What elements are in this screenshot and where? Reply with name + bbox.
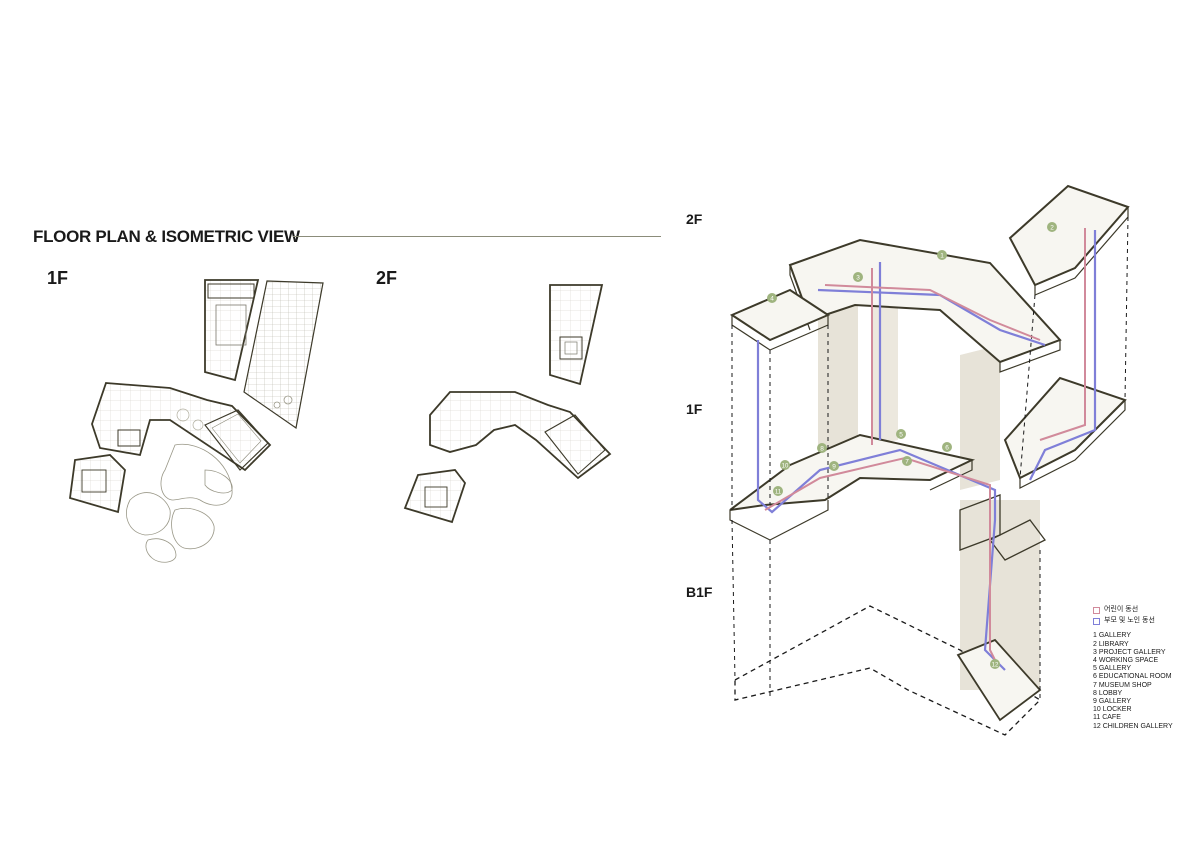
marker-6: 6 [942, 442, 952, 452]
iso-level-label-b1f: B1F [686, 584, 713, 600]
room-item: 4 WORKING SPACE [1093, 657, 1159, 665]
marker-2: 2 [1047, 222, 1057, 232]
child-route-swatch [1093, 606, 1100, 614]
svg-text:1: 1 [940, 253, 944, 260]
marker-1: 1 [937, 250, 947, 260]
title-rule [293, 236, 661, 237]
room-item: 3 PROJECT GALLERY [1093, 648, 1166, 656]
room-list: 1 GALLERY 2 LIBRARY 3 PROJECT GALLERY 4 … [1093, 632, 1173, 730]
svg-text:5: 5 [899, 432, 903, 439]
legend-route-adults: 부모 및 노인 동선 [1093, 617, 1173, 625]
svg-text:6: 6 [945, 445, 949, 452]
room-item: 7 MUSEUM SHOP [1093, 681, 1152, 689]
svg-text:11: 11 [775, 490, 782, 496]
svg-text:12: 12 [992, 663, 999, 669]
marker-9: 9 [829, 461, 839, 471]
room-markers: 1 2 3 4 5 6 7 8 9 10 11 12 [767, 222, 1057, 669]
svg-text:8: 8 [820, 446, 824, 453]
room-item: 12 CHILDREN GALLERY [1093, 722, 1173, 730]
svg-text:10: 10 [782, 464, 789, 470]
legend-route-adults-label: 부모 및 노인 동선 [1104, 617, 1155, 625]
room-item: 10 LOCKER [1093, 706, 1132, 714]
room-item: 9 GALLERY [1093, 698, 1132, 706]
room-item: 5 GALLERY [1093, 665, 1132, 673]
room-item: 6 EDUCATIONAL ROOM [1093, 673, 1172, 681]
legend-route-children: 어린이 동선 [1093, 606, 1173, 614]
room-item: 1 GALLERY [1093, 632, 1132, 640]
legend: 어린이 동선 부모 및 노인 동선 1 GALLERY 2 LIBRARY 3 … [1093, 606, 1173, 731]
marker-7: 7 [902, 456, 912, 466]
marker-10: 10 [780, 460, 790, 470]
marker-11: 11 [773, 486, 783, 496]
marker-12: 12 [990, 659, 1000, 669]
room-item: 11 CAFE [1093, 714, 1121, 722]
svg-text:7: 7 [905, 459, 909, 466]
plan-label-1f: 1F [47, 268, 69, 288]
iso-level-label-2f: 2F [686, 211, 703, 227]
plan-label-2f: 2F [376, 268, 398, 288]
marker-4: 4 [767, 293, 777, 303]
room-item: 2 LIBRARY [1093, 640, 1129, 648]
legend-route-children-label: 어린이 동선 [1104, 606, 1139, 613]
marker-8: 8 [817, 443, 827, 453]
svg-text:4: 4 [770, 296, 774, 303]
svg-text:9: 9 [832, 464, 836, 471]
floor-plan-1f [69, 279, 324, 563]
marker-5: 5 [896, 429, 906, 439]
page-title: FLOOR PLAN & ISOMETRIC VIEW [33, 227, 300, 246]
floor-plan-2f [403, 284, 612, 524]
iso-level-label-1f: 1F [686, 401, 703, 417]
svg-text:2: 2 [1050, 225, 1054, 232]
adult-route-swatch [1093, 617, 1100, 625]
room-item: 8 LOBBY [1093, 689, 1123, 697]
isometric-view [729, 184, 1130, 736]
svg-text:3: 3 [856, 275, 860, 282]
marker-3: 3 [853, 272, 863, 282]
